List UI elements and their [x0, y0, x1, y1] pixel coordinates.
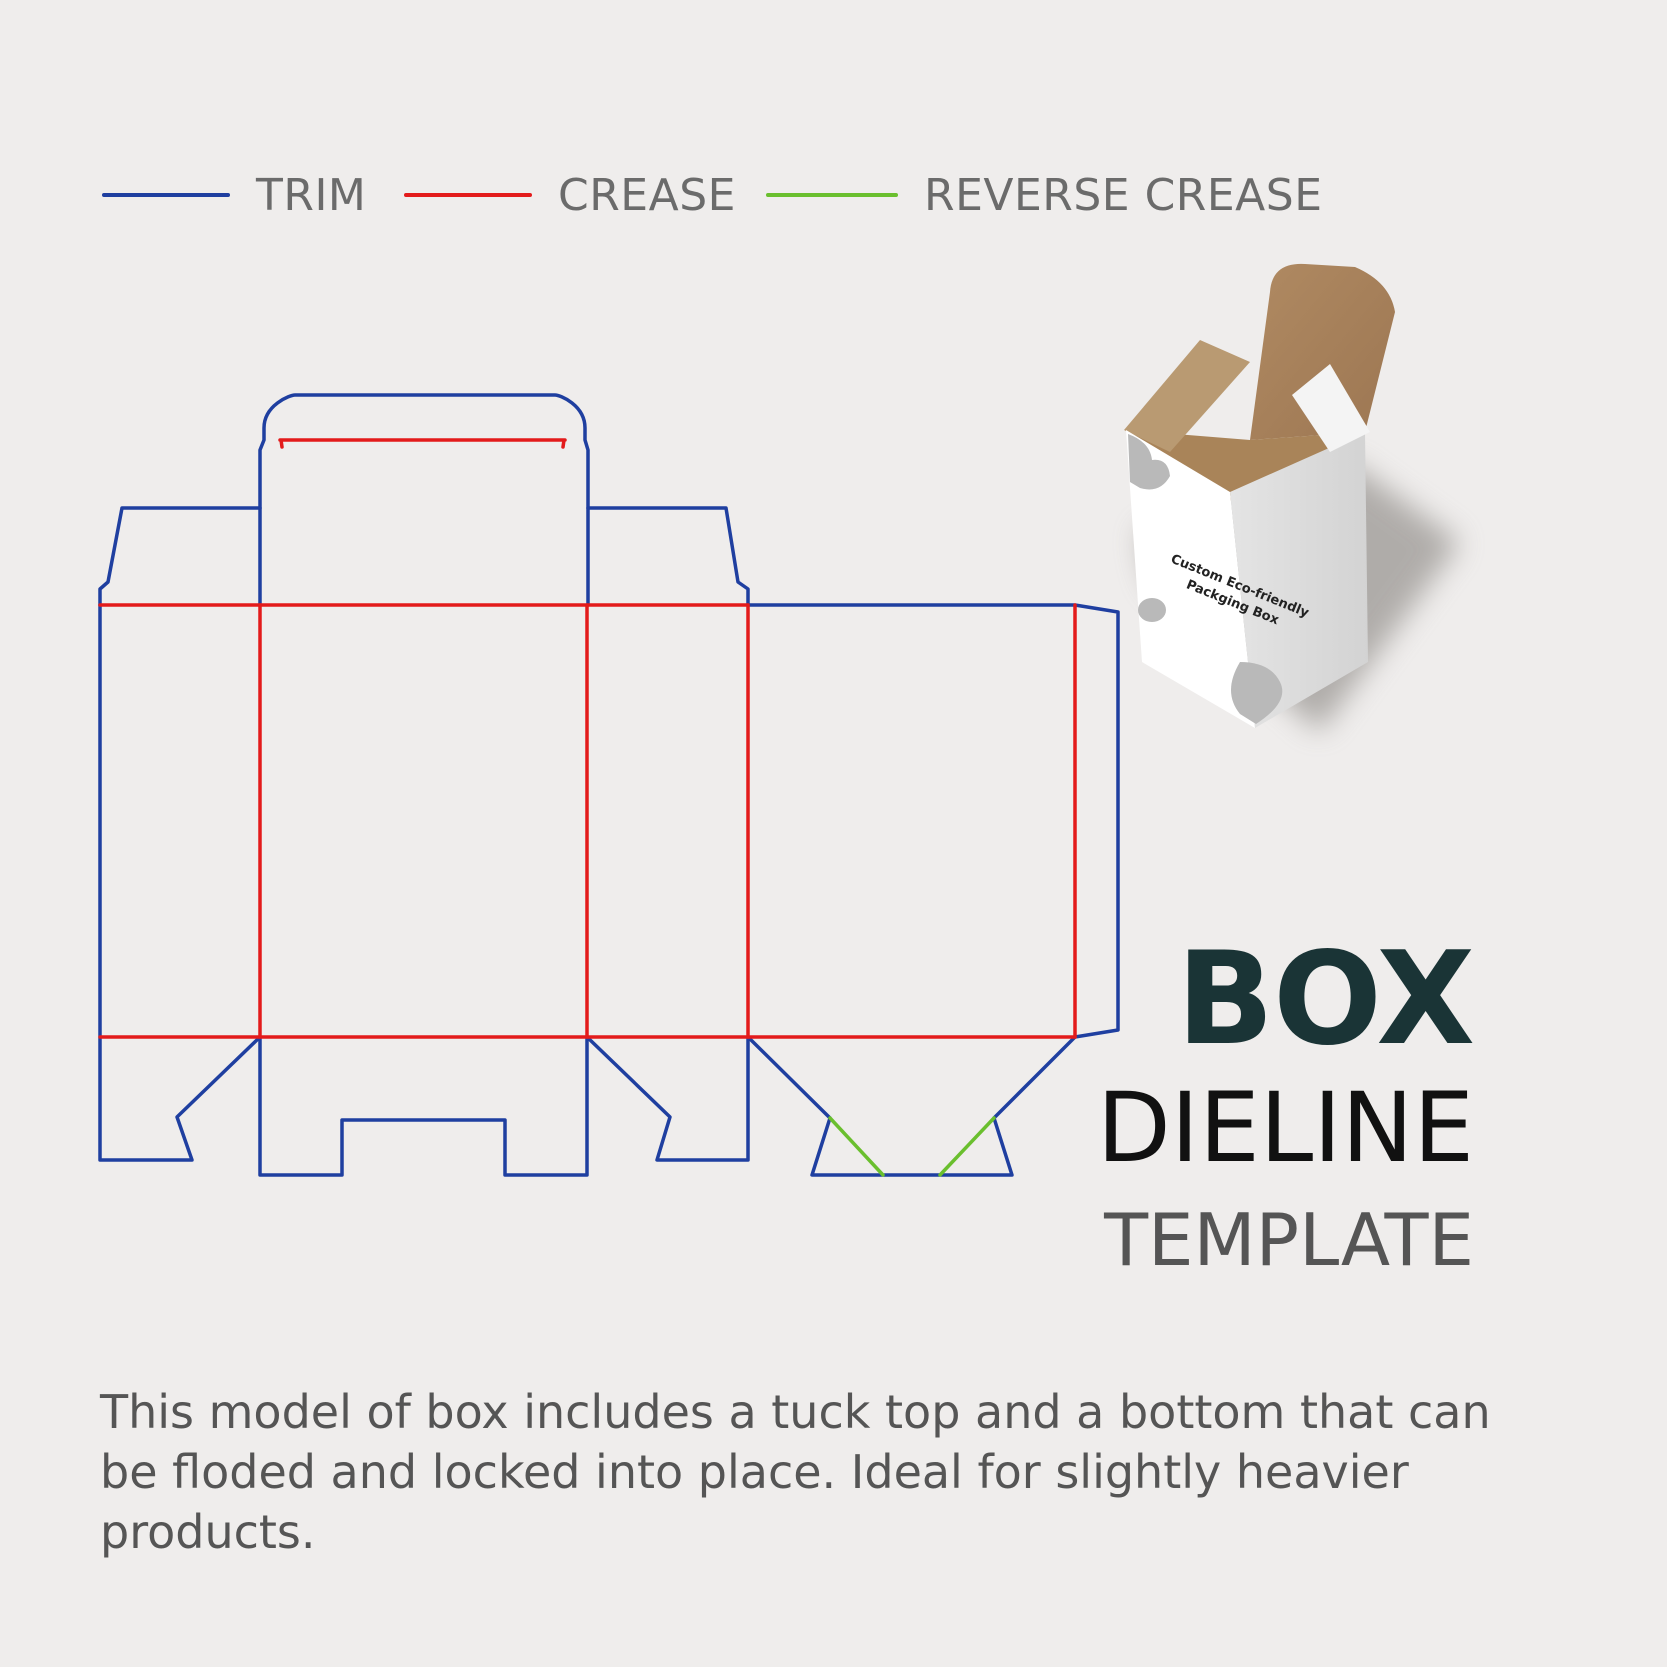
right-dust-flap: [1292, 364, 1370, 452]
title-block: BOX DIELINE TEMPLATE: [1096, 925, 1476, 1290]
back-panel-top-edge: [746, 603, 1120, 1039]
left-dust-flap: [1124, 340, 1250, 452]
front-blob-3: [1231, 662, 1283, 724]
description-text: This model of box includes a tuck top an…: [100, 1385, 1491, 1559]
left-dust-flap-outline: [98, 506, 262, 607]
legend-item-crease: CREASE: [404, 160, 736, 230]
legend-label-reverse-crease: REVERSE CREASE: [924, 169, 1323, 221]
inner-wall: [1126, 430, 1365, 502]
legend-item-reverse-crease: REVERSE CREASE: [766, 160, 1323, 230]
crease-lines: [98, 438, 1077, 1039]
tuck-flap-crease: [278, 438, 567, 449]
front-blob-1: [1128, 434, 1170, 490]
reverse-crease-left: [828, 1116, 885, 1177]
bottom-lock-tab-outline: [258, 1035, 589, 1177]
title-sub2: TEMPLATE: [1104, 1198, 1474, 1282]
legend-item-trim: TRIM: [102, 160, 366, 230]
bottom-side-flap-outline: [585, 1035, 750, 1162]
legend: TRIM CREASE REVERSE CREASE: [0, 160, 1667, 230]
legend-label-crease: CREASE: [558, 169, 736, 221]
tuck-top-outline: [258, 393, 590, 607]
box-mockup-image: Custom Eco-friendly Packging Box: [1124, 263, 1460, 732]
side-panel: [1230, 432, 1368, 728]
left-side-edge: [98, 603, 262, 1162]
bottom-hook-flap-outline: [746, 1035, 1077, 1177]
reverse-crease-lines: [828, 1116, 996, 1177]
front-panel: [1126, 430, 1255, 728]
crease-line-swatch: [404, 193, 532, 197]
reverse-crease-line-swatch: [766, 193, 898, 197]
title-sub: DIELINE: [1096, 1072, 1474, 1184]
title-main: BOX: [1176, 925, 1476, 1074]
legend-label-trim: TRIM: [256, 169, 367, 221]
trim-line-swatch: [102, 193, 230, 197]
reverse-crease-right: [938, 1116, 996, 1177]
front-blob-2: [1138, 598, 1166, 622]
right-dust-flap-outline: [586, 506, 750, 607]
trim-lines: [98, 393, 1120, 1177]
tuck-lid-back: [1250, 263, 1395, 440]
